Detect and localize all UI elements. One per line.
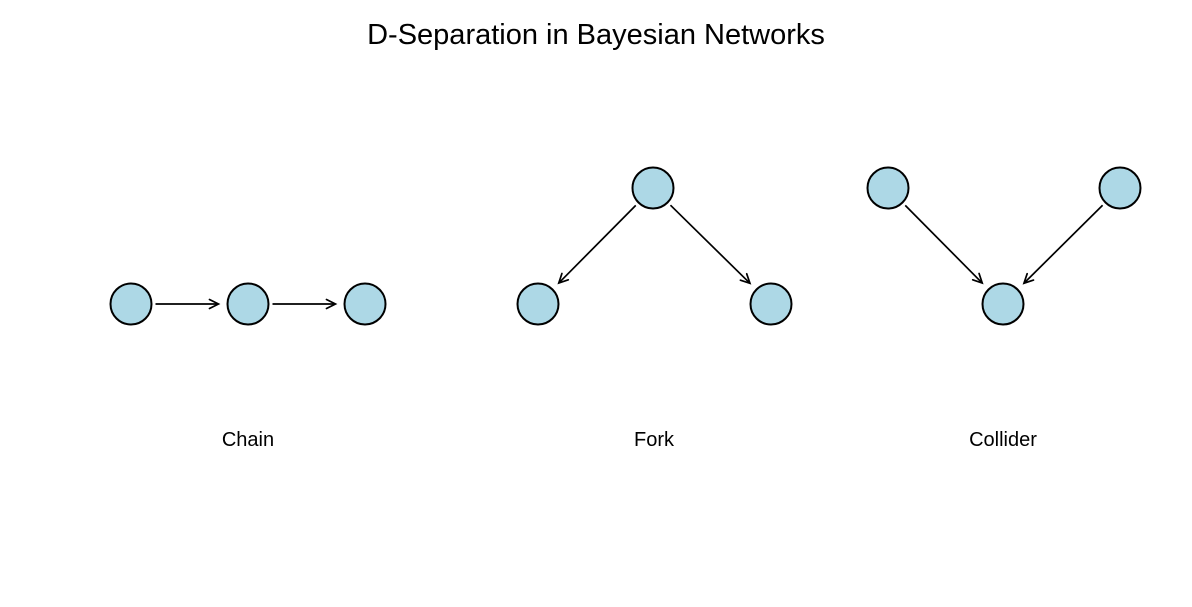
edge-arrow	[904, 204, 984, 285]
graph-node	[631, 166, 675, 210]
structure-collider: Collider	[866, 166, 1142, 451]
graph-node	[866, 166, 910, 210]
graph-node	[516, 282, 560, 326]
graph-node	[1098, 166, 1142, 210]
graph-node	[109, 282, 153, 326]
graph-node	[226, 282, 270, 326]
structure-fork: Fork	[516, 166, 793, 451]
structure-label-chain: Chain	[222, 429, 274, 451]
structure-chain: Chain	[109, 282, 387, 451]
graph-node	[749, 282, 793, 326]
edge-arrow	[1022, 204, 1104, 285]
diagram-title: D-Separation in Bayesian Networks	[367, 19, 825, 51]
edge-arrow	[557, 204, 637, 285]
graph-node	[343, 282, 387, 326]
structure-label-collider: Collider	[969, 429, 1037, 451]
graph-node	[981, 282, 1025, 326]
structure-label-fork: Fork	[634, 429, 675, 451]
edge-arrow	[669, 204, 752, 285]
